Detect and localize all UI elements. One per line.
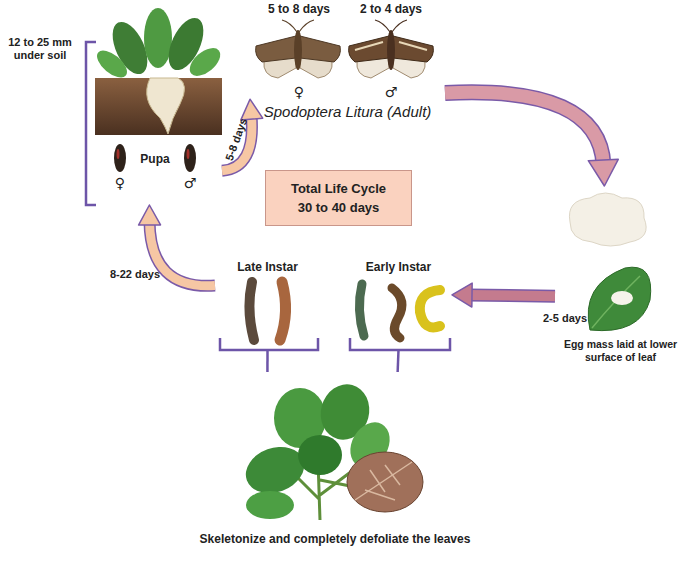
arrow-head (452, 283, 472, 307)
moth-female (256, 20, 341, 78)
stage-text: Pupa (125, 152, 185, 166)
early-instar: Early Instar (345, 258, 452, 350)
bracket (220, 338, 318, 350)
arrow-body (445, 92, 603, 165)
duration-label: 5-8 days (223, 116, 251, 163)
leaf (588, 267, 651, 330)
bracket (350, 338, 450, 350)
arrow-body (468, 295, 555, 296)
plant-picture (239, 379, 423, 520)
larvae (249, 282, 440, 340)
duration-label: 8-22 days (100, 268, 170, 281)
bracket-line (267, 350, 268, 372)
arrow-outline (266, 350, 269, 372)
egg-mass (569, 193, 646, 246)
arrow-outline (222, 115, 252, 171)
stage-text: ♀ (108, 175, 132, 192)
damage-stage: Skeletonize and completely defoliate the… (160, 372, 510, 552)
note-label: 12 to 25 mm under soil (2, 36, 78, 62)
stage-text: ♂ (178, 175, 202, 192)
male-moth: 2 to 4 days ♂ (345, 0, 437, 100)
late-instar: Late Instar (215, 258, 320, 350)
pupa-male (184, 144, 196, 172)
moth-male (349, 20, 434, 78)
depth-bracket (86, 42, 96, 205)
arrow-head (139, 205, 161, 225)
adult-stage: Spodoptera Litura (Adult)5 to 8 days♀2 t… (250, 0, 445, 124)
pupa-mark (117, 149, 120, 159)
total-cycle-box: Total Life Cycle 30 to 40 days (265, 170, 412, 226)
stage-arrow (222, 99, 263, 171)
bracket-line (397, 350, 399, 372)
stage-text: ♂ (345, 84, 437, 101)
arrow-outline (468, 295, 555, 296)
arrow-outline (396, 350, 399, 372)
arrow-outline (445, 92, 603, 165)
stage-text: Spodoptera Litura (Adult) (260, 103, 435, 121)
stage-text: 2 to 4 days (345, 2, 437, 16)
stage-text: Total Life Cycle (266, 181, 411, 197)
stage-text: Skeletonize and completely defoliate the… (160, 532, 510, 546)
stage-text: Late Instar (215, 260, 320, 274)
stage-text: 5 to 8 days (255, 2, 343, 16)
pupa-mark (187, 149, 190, 159)
stage-text: Egg mass laid at lower surface of leaf (558, 338, 683, 363)
duration-label: 2-5 days (535, 312, 595, 325)
female-moth: 5 to 8 days ♀ (255, 0, 343, 100)
soil-picture (92, 8, 225, 135)
pupa-stage: Pupa ♀ ♂ (90, 15, 222, 205)
egg-on-leaf (611, 291, 633, 305)
arrow-head (241, 99, 263, 120)
egg-stage: Egg mass laid at lower surface of leaf (555, 186, 685, 376)
stage-text: Early Instar (345, 260, 452, 274)
arrow-body (222, 115, 252, 171)
stage-arrow (445, 92, 618, 186)
stage-arrow (452, 283, 555, 307)
stage-text: 30 to 40 days (266, 200, 411, 216)
stage-text: ♀ (255, 84, 343, 101)
arrow-head (588, 159, 618, 186)
pupa-female (114, 144, 126, 172)
